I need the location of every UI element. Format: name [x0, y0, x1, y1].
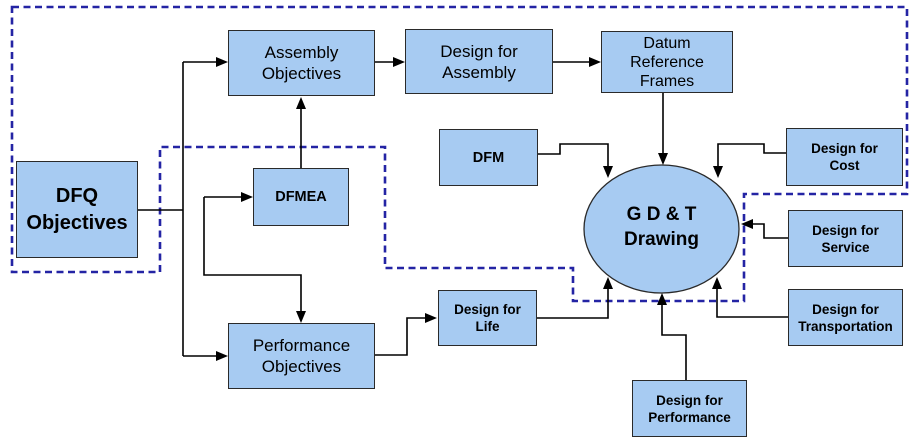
- connector-pobj-to-life: [375, 313, 437, 356]
- node-assembly-objectives: Assembly Objectives: [228, 30, 375, 96]
- node-design-for-cost: Design for Cost: [786, 128, 903, 186]
- connector-cost-to-gdt: [713, 143, 786, 178]
- node-gdt-drawing-label: G D & T Drawing: [624, 204, 699, 250]
- dashed-boundary-outline: [10, 5, 909, 303]
- connector-to-performance-objectives-top: [203, 197, 306, 323]
- node-dfq-objectives: DFQ Objectives: [16, 161, 138, 258]
- connector-transportation-to-gdt: [712, 277, 788, 318]
- connector-service-to-gdt: [741, 219, 788, 239]
- node-design-for-service: Design for Service: [788, 210, 903, 267]
- node-design-for-life: Design for Life: [438, 290, 537, 346]
- node-design-for-assembly: Design for Assembly: [405, 29, 553, 94]
- connector-life-to-gdt: [537, 277, 613, 319]
- connector-performance-to-gdt: [657, 293, 687, 380]
- node-datum-reference-frames: Datum Reference Frames: [601, 31, 733, 93]
- connector-dfm-to-gdt: [538, 143, 613, 178]
- node-dfm: DFM: [439, 129, 538, 186]
- node-dfmea: DFMEA: [253, 168, 349, 226]
- node-performance-objectives: Performance Objectives: [228, 323, 375, 389]
- node-design-for-performance: Design for Performance: [632, 380, 747, 437]
- node-design-for-transportation: Design for Transportation: [788, 289, 903, 346]
